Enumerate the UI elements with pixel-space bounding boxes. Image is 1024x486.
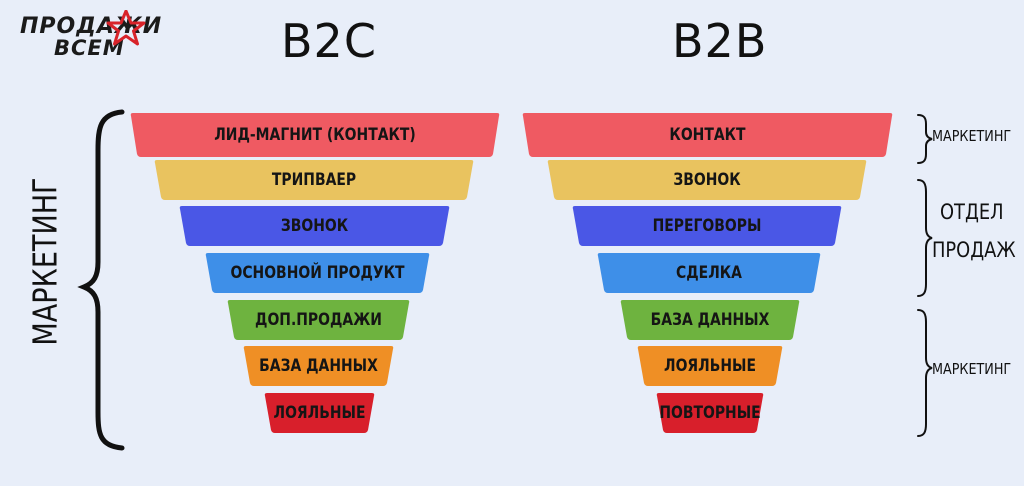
- b2c-tier-6-label: БАЗА ДАННЫХ: [259, 356, 378, 376]
- b2b-tier-5-band: [620, 300, 800, 340]
- b2b-tier-2-band: [547, 160, 867, 200]
- b2c-tier-3-label: ЗВОНОК: [280, 216, 349, 236]
- b2c-funnel: [130, 113, 500, 433]
- right-brace-middle: [917, 179, 933, 297]
- b2b-tier-3-label: ПЕРЕГОВОРЫ: [652, 216, 762, 236]
- right-label-marketing-top: МАРКЕТИНГ: [932, 127, 1012, 145]
- right-brace-bottom: [917, 309, 933, 437]
- b2b-tier-6-label: ЛОЯЛЬНЫЕ: [663, 356, 756, 376]
- logo-line2: ВСЕМ: [54, 36, 125, 60]
- star-icon: [106, 10, 146, 46]
- b2b-tier-6-band: [637, 346, 783, 386]
- b2b-tier-3-band: [572, 206, 842, 246]
- b2b-tier-5-label: БАЗА ДАННЫХ: [650, 310, 770, 330]
- left-curly-brace: [77, 109, 125, 451]
- b2c-tier-3-band: [179, 206, 450, 246]
- b2b-tier-2-label: ЗВОНОК: [673, 170, 741, 190]
- b2b-heading: B2B: [672, 14, 768, 68]
- right-label-marketing-bottom: МАРКЕТИНГ: [932, 360, 1012, 378]
- b2c-heading: B2C: [281, 14, 377, 68]
- b2c-tier-4-label: ОСНОВНОЙ ПРОДУКТ: [230, 263, 405, 283]
- b2c-tier-1-band: [130, 113, 500, 157]
- right-label-sales-line2: ПРОДАЖ: [932, 238, 1016, 262]
- b2b-funnel: [522, 113, 893, 433]
- right-brace-top: [917, 114, 933, 164]
- b2b-tier-1-label: КОНТАКТ: [669, 125, 746, 145]
- b2b-tier-1-band: [522, 113, 893, 157]
- b2c-tier-2-band: [154, 160, 474, 200]
- b2b-tier-4-label: СДЕЛКА: [676, 263, 742, 283]
- b2c-tier-1-label: ЛИД-МАГНИТ (КОНТАКТ): [214, 125, 416, 145]
- b2b-tier-7-band: [656, 393, 764, 433]
- b2c-tier-7-label: ЛОЯЛЬНЫЕ: [273, 403, 366, 423]
- b2c-tier-4-band: [205, 253, 430, 293]
- logo: ПРОДАЖИ ВСЕМ: [14, 10, 194, 60]
- b2c-tier-2-label: ТРИПВАЕР: [271, 170, 357, 190]
- b2c-tier-6-band: [243, 346, 394, 386]
- b2b-tier-7-label: ПОВТОРНЫЕ: [659, 403, 761, 423]
- b2c-tier-5-band: [227, 300, 410, 340]
- left-marketing-label: МАРКЕТИНГ: [25, 177, 65, 346]
- b2c-tier-7-band: [264, 393, 375, 433]
- b2b-tier-4-band: [597, 253, 821, 293]
- right-label-sales-line1: ОТДЕЛ: [940, 200, 1004, 224]
- b2c-tier-5-label: ДОП.ПРОДАЖИ: [255, 310, 382, 330]
